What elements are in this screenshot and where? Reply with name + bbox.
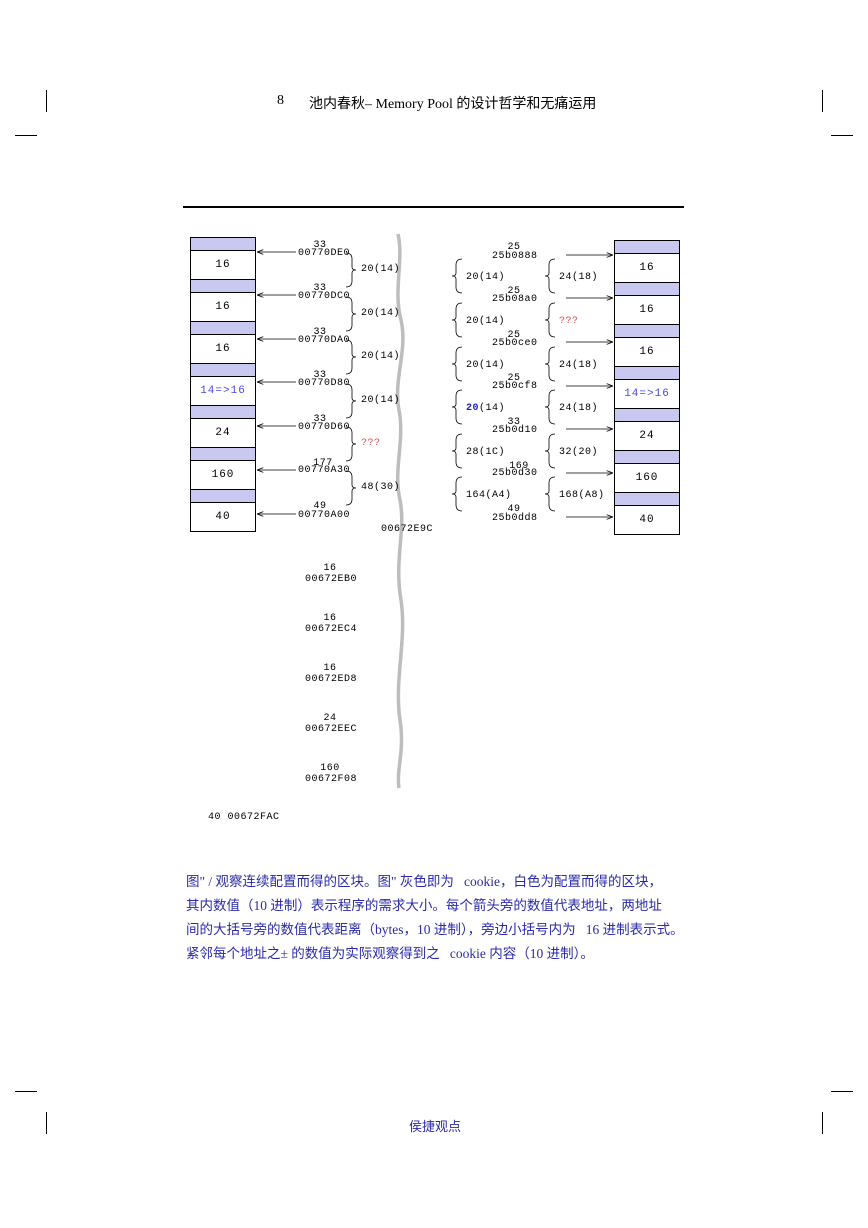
left-cookie-label: 33: [313, 370, 327, 381]
crop-mark-top-right-h: [831, 135, 853, 136]
right-cookie-label: 33: [507, 417, 521, 428]
page-number: 8: [277, 93, 284, 108]
left-address-label: 00770D60: [298, 422, 351, 433]
caption-line-1: 图" / 观察连续配置而得的区块。图" 灰色即为 cookie，白色为配置而得的…: [186, 874, 663, 889]
left-distance-label: 20(14): [361, 264, 401, 275]
left-address-label: 00770DA0: [298, 335, 351, 346]
right-inner-distance-label: 20(14): [466, 403, 506, 414]
left-address-label: 00770DC0: [298, 291, 351, 302]
right-outer-distance-label: 24(18): [559, 272, 599, 283]
right-address-label: 25b08a0: [492, 294, 538, 305]
caption-line-2: 其内数值（10 进制）表示程序的需求大小。每个箭头旁的数值代表地址，两地址: [186, 898, 662, 913]
crop-mark-top-left-h: [15, 135, 37, 136]
right-inner-distance-label: 28(1C): [466, 447, 506, 458]
right-cookie-label: 25: [507, 286, 521, 297]
right-cookie-label: 25: [507, 330, 521, 341]
caption-line-4: 紧邻每个地址之± 的数值为实际观察得到之 cookie 内容（10 进制）。: [186, 946, 594, 961]
data-block: 24: [190, 418, 256, 448]
last-entry-label: 40 00672FAC: [208, 812, 280, 823]
right-inner-distance-label: 164(A4): [466, 490, 512, 501]
right-outer-distance-label: ???: [559, 316, 579, 327]
crop-mark-bottom-right-h: [831, 1091, 853, 1092]
right-address-label: 25b0cf8: [492, 381, 538, 392]
right-outer-distance-label: 32(20): [559, 447, 599, 458]
right-cookie-label: 169: [509, 461, 529, 472]
left-distance-label: 48(30): [361, 482, 401, 493]
crop-mark-top-right-v: [822, 90, 823, 112]
left-cookie-label: 49: [313, 501, 327, 512]
crop-mark-bottom-left-v: [46, 1112, 47, 1134]
data-block: 14=>16: [614, 379, 680, 409]
data-block: 160: [190, 460, 256, 490]
right-outer-distance-label: 24(18): [559, 403, 599, 414]
page-footer: 侯捷观点: [409, 1119, 462, 1134]
page-header-title: 池内春秋– Memory Pool 的设计哲学和无痛运用: [309, 97, 597, 112]
data-block: 16: [614, 253, 680, 283]
middle-address-label: 00672EEC: [305, 724, 358, 735]
crop-mark-top-left-v: [46, 90, 47, 112]
right-inner-distance-label: 20(14): [466, 360, 506, 371]
crop-mark-bottom-right-v: [822, 1112, 823, 1134]
data-block: 40: [614, 505, 680, 535]
right-inner-distance-label: 20(14): [466, 272, 506, 283]
right-outer-distance-label: 24(18): [559, 360, 599, 371]
data-block: 40: [190, 502, 256, 532]
left-distance-label: 20(14): [361, 308, 401, 319]
left-address-label: 00770D80: [298, 378, 351, 389]
left-distance-label: 20(14): [361, 351, 401, 362]
data-block: 160: [614, 463, 680, 493]
middle-address-label: 00672EB0: [305, 574, 358, 585]
left-cookie-label: 33: [313, 414, 327, 425]
right-address-label: 25b0dd8: [492, 513, 538, 524]
left-address-label: 00770A00: [298, 510, 351, 521]
left-cookie-label: 33: [313, 240, 327, 251]
left-distance-label: ???: [361, 438, 381, 449]
right-cookie-label: 25: [507, 373, 521, 384]
data-block: 14=>16: [190, 376, 256, 406]
left-cookie-label: 33: [313, 283, 327, 294]
right-address-label: 25b0d10: [492, 425, 538, 436]
middle-cookie-label: 16: [323, 663, 337, 674]
divider-address-label: 00672E9C: [381, 524, 434, 535]
middle-cookie-label: 24: [323, 713, 337, 724]
crop-mark-bottom-left-h: [15, 1091, 37, 1092]
middle-cookie-label: 160: [320, 763, 340, 774]
right-cookie-label: 25: [507, 242, 521, 253]
right-address-label: 25b0d30: [492, 468, 538, 479]
right-address-label: 25b0888: [492, 251, 538, 262]
middle-address-label: 00672EC4: [305, 624, 358, 635]
left-distance-label: 20(14): [361, 395, 401, 406]
right-cookie-label: 49: [507, 504, 521, 515]
left-cookie-label: 177: [313, 458, 333, 469]
middle-address-label: 00672F08: [305, 774, 358, 785]
data-block: 16: [190, 292, 256, 322]
left-address-label: 00770A30: [298, 465, 351, 476]
data-block: 16: [190, 250, 256, 280]
middle-cookie-label: 16: [323, 563, 337, 574]
caption-line-3: 间的大括号旁的数值代表距离（bytes，10 进制），旁边小括号内为 16 进制…: [186, 922, 684, 937]
middle-cookie-label: 16: [323, 613, 337, 624]
right-memory-column: 16 16 16 14=>16 24 160 40: [614, 240, 680, 535]
figure-top-rule: [183, 206, 684, 208]
right-inner-distance-label: 20(14): [466, 316, 506, 327]
middle-address-label: 00672ED8: [305, 674, 358, 685]
left-cookie-label: 33: [313, 327, 327, 338]
right-address-label: 25b0ce0: [492, 338, 538, 349]
right-outer-distance-label: 168(A8): [559, 490, 605, 501]
left-address-label: 00770DE0: [298, 248, 351, 259]
left-memory-column: 16 16 16 14=>16 24 160 40: [190, 237, 256, 532]
